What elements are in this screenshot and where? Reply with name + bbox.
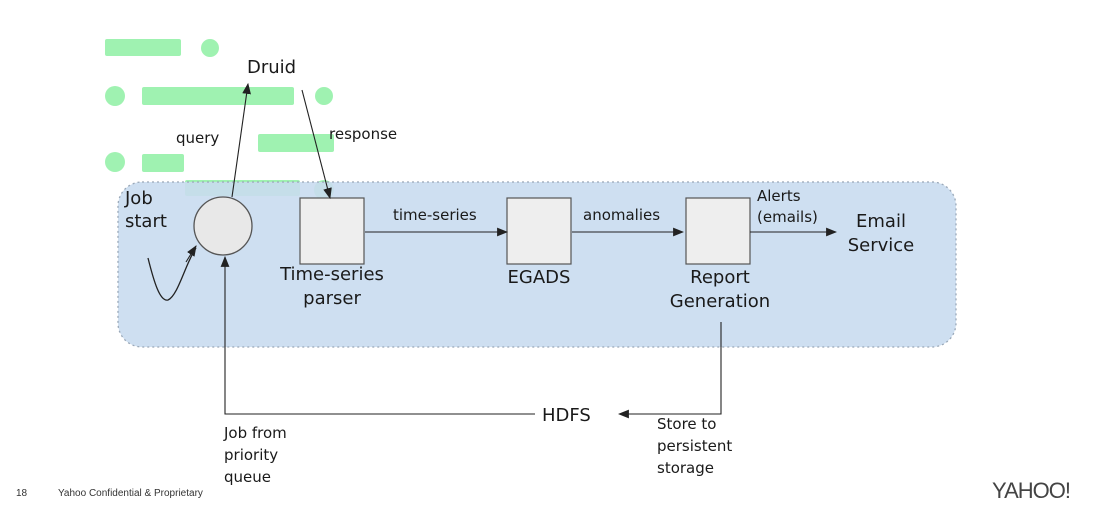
response-label: response [329,125,398,143]
page-number: 18 [16,488,28,499]
store-arrow [617,322,722,419]
query-arrow [231,82,251,198]
anomalies-label: anomalies [583,206,661,224]
report-label: Report Generation [669,267,771,313]
yahoo-logo: YAHOO! [992,478,1071,503]
job-queue-label: Job from priority queue [224,424,287,486]
sine-curve [147,247,197,301]
job-queue-arrow [220,255,535,415]
parser-box [299,197,365,265]
job-start-circle [193,196,253,256]
store-label: Store to persistent storage [657,415,733,477]
response-arrow [301,89,332,200]
decorative-green-shapes [105,39,334,200]
hdfs-label: HDFS [542,405,591,426]
alerts-label: Alerts (emails) [757,187,818,226]
parser-label: Time-series parser [280,264,384,310]
druid-label: Druid [247,57,297,78]
query-label: query [176,129,220,147]
confidential-notice: Yahoo Confidential & Proprietary [58,488,203,499]
sine-arrow [185,245,197,263]
egads-box [506,197,572,265]
egads-label: EGADS [507,267,571,288]
time-series-label: time-series [393,206,477,224]
email-service-label: Email Service [847,211,915,257]
job-start-label: Job start [125,188,167,233]
report-box [685,197,751,265]
